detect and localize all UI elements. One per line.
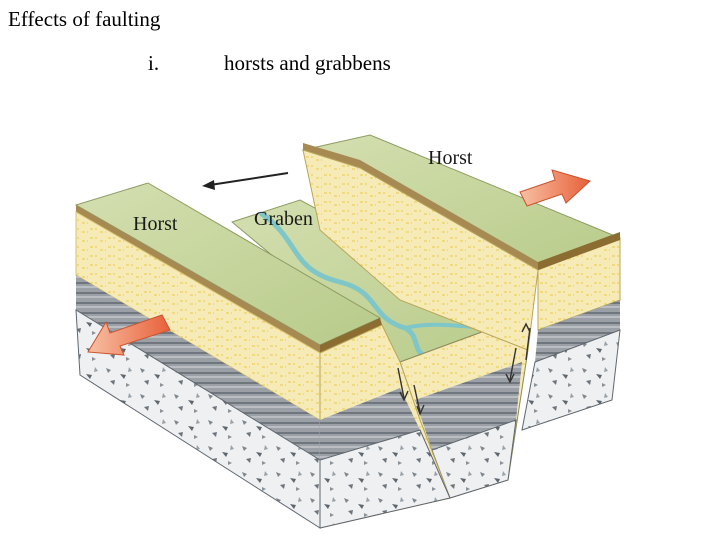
back-extension-arrow-icon <box>210 173 288 185</box>
right-extension-arrow-icon <box>520 170 590 206</box>
label-horst-left: Horst <box>133 213 178 235</box>
label-graben: Graben <box>254 208 313 230</box>
label-horst-right: Horst <box>428 147 473 169</box>
